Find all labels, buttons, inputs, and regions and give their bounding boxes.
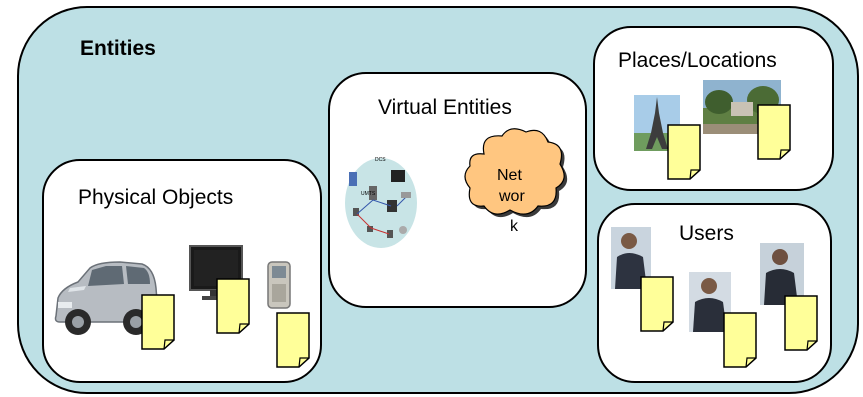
phone-image [267,261,291,309]
car-image [54,261,159,335]
places-locations-label: Places/Locations [618,49,777,72]
network-label-dcs: DCS [375,157,386,163]
network-label-umts: UMTS [361,191,376,197]
note-icon [757,104,791,160]
users-label: Users [679,222,734,245]
cloud-text-line-3: k [510,218,518,235]
physical-objects-label: Physical Objects [78,186,234,209]
user-photo-image [689,272,731,332]
note-icon [640,276,674,332]
entities-title: Entities [80,37,156,60]
cloud-text-line-1: Net [497,167,522,184]
virtual-entities-label: Virtual Entities [378,96,512,119]
note-icon [784,295,818,351]
network-diagram-image [345,158,417,248]
note-icon [667,124,701,180]
park-image [703,80,781,134]
note-icon [216,278,250,334]
cloud-text-line-2: wor [499,188,525,205]
note-icon [276,312,310,368]
note-icon [141,294,175,350]
network-cloud-icon [464,128,568,218]
note-icon [723,312,757,368]
